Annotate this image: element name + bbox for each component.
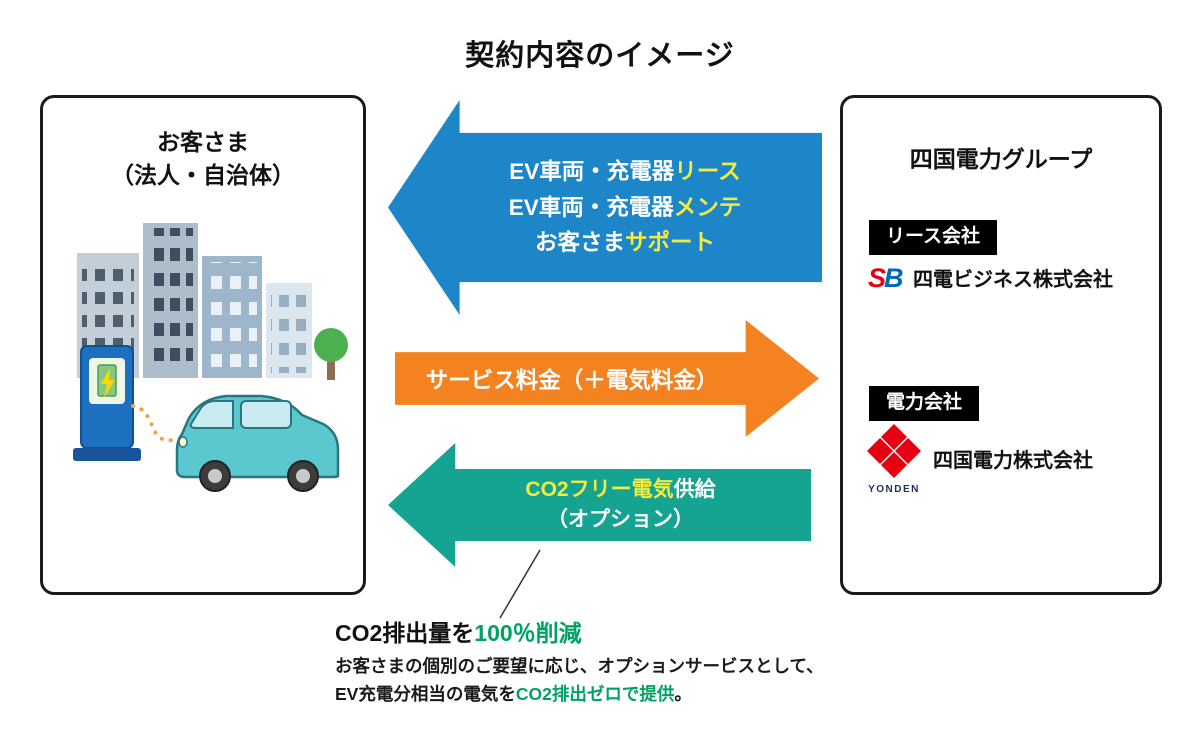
fee-arrow-label: サービス料金（＋電気料金） [425, 367, 719, 393]
co2-line1-text: 供給 [673, 477, 716, 501]
customer-title-line1: お客さま [157, 129, 249, 155]
note-body: お客さまの個別のご要望に応じ、オプションサービスとして、 EV充電分相当の電気を… [335, 652, 824, 709]
yonden-logo-block: YONDEN [863, 420, 925, 496]
business-logo-b: B [884, 263, 904, 292]
ev-charger-icon [73, 345, 141, 461]
note-line2-suffix: 。 [674, 684, 692, 705]
lease-line2-highlight: メンテ [673, 194, 742, 220]
lease-company-name: 四電ビジネス株式会社 [913, 268, 1113, 291]
lightning-icon [101, 368, 115, 398]
note-line1: お客さまの個別のご要望に応じ、オプションサービスとして、 [335, 656, 824, 676]
co2-arrow: CO2フリー電気供給 （オプション） [388, 443, 811, 567]
lease-arrow-line2: EV車両・充電器メンテ [509, 190, 742, 226]
lease-arrow: EV車両・充電器リース EV車両・充電器メンテ お客さまサポート [388, 100, 822, 315]
customer-illustration [73, 223, 348, 492]
group-box-title: 四国電力グループ [909, 146, 1093, 172]
power-company-row: YONDEN 四国電力株式会社 [863, 420, 1093, 496]
ev-car-icon [175, 394, 340, 492]
fee-arrow: サービス料金（＋電気料金） [395, 320, 819, 437]
note-line2-text: EV充電分相当の電気を [335, 684, 516, 705]
tree-icon [314, 328, 348, 380]
customer-box: お客さま （法人・自治体） [40, 95, 366, 595]
customer-title-line2: （法人・自治体） [111, 162, 295, 189]
business-logo-s: S [868, 263, 886, 292]
co2-line1-highlight: CO2フリー電気 [525, 477, 674, 501]
lease-line2-text: EV車両・充電器 [508, 194, 674, 220]
lease-arrow-line3: お客さまサポート [535, 225, 715, 261]
note-line2-highlight: CO2排出ゼロで提供 [515, 684, 675, 705]
power-company-name: 四国電力株式会社 [933, 449, 1093, 472]
note-headline-highlight: 100％削減 [474, 620, 582, 646]
co2-arrow-line1: CO2フリー電気供給 [525, 475, 715, 505]
lease-line3-highlight: サポート [625, 230, 716, 256]
yonden-logo-icon: YONDEN [867, 424, 921, 495]
power-company-badge: 電力会社 [869, 386, 980, 421]
group-box: 四国電力グループ リース会社 S B 四電ビジネス株式会社 電力会社 YONDE… [840, 95, 1162, 595]
yonden-business-logo-icon: S B [868, 263, 904, 292]
buildings-icon [77, 223, 312, 378]
co2-arrow-line2: （オプション） [547, 508, 694, 531]
note-headline: CO2排出量を100％削減 [335, 614, 582, 648]
note-headline-text: CO2排出量を [335, 620, 475, 646]
lease-arrow-line1: EV車両・充電器リース [509, 154, 740, 190]
callout-line [499, 549, 541, 619]
note-line2: EV充電分相当の電気をCO2排出ゼロで提供。 [335, 680, 824, 708]
lease-line1-text: EV車両・充電器 [509, 159, 675, 185]
lease-line3-text: お客さま [534, 230, 625, 256]
lease-line1-highlight: リース [674, 159, 741, 185]
lease-company-row: S B 四電ビジネス株式会社 [867, 262, 1113, 292]
lease-company-badge: リース会社 [869, 220, 998, 255]
page-title: 契約内容のイメージ [465, 40, 735, 72]
yonden-logo-text: YONDEN [868, 484, 920, 495]
customer-box-title: お客さま （法人・自治体） [43, 126, 363, 193]
charging-cable [131, 404, 175, 443]
